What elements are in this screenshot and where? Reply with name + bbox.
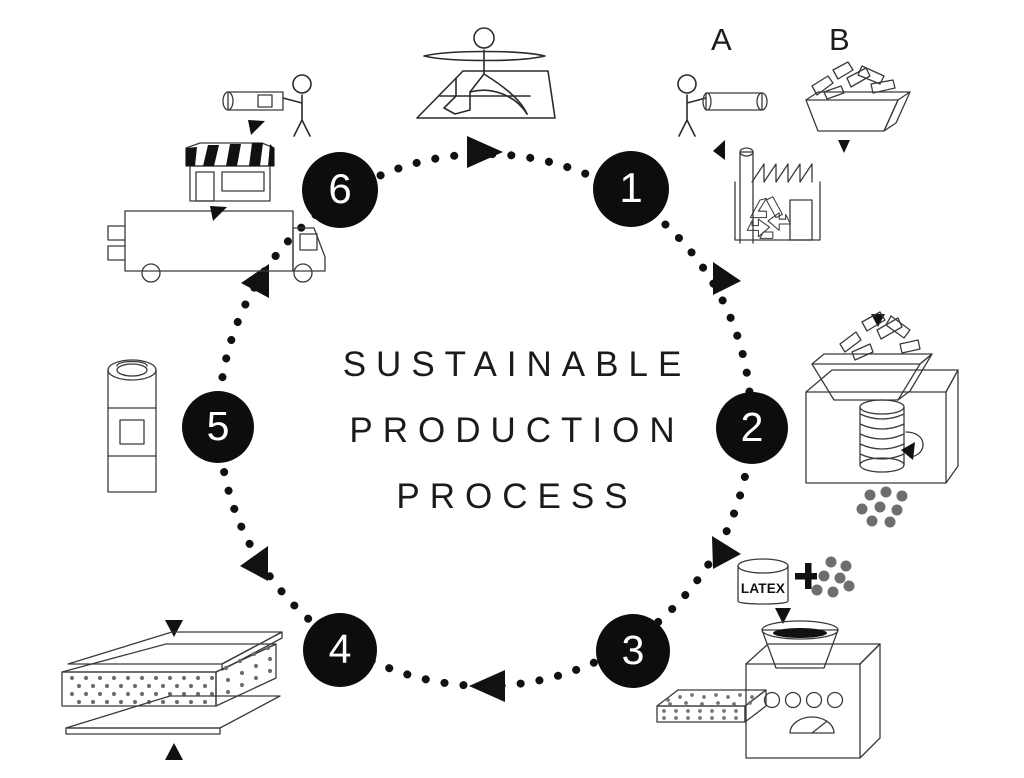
step-badge-2[interactable]: 2 (716, 392, 788, 464)
press-arrow-bottom (165, 743, 183, 760)
step-badge-4-number: 4 (328, 625, 352, 672)
grinder-machine-icon (805, 311, 959, 528)
arrow-mix-into-hopper (775, 608, 791, 624)
step-badge-5[interactable]: 5 (182, 391, 254, 463)
delivery-truck-icon (107, 210, 326, 283)
step-badge-6-number: 6 (328, 165, 352, 212)
step-badge-6[interactable]: 6 (302, 152, 378, 228)
customer-with-rolled-mat-icon (222, 74, 312, 137)
step-badge-4[interactable]: 4 (303, 613, 377, 687)
arrowhead-lower-right (712, 536, 741, 569)
moulding-machine-icon (656, 620, 881, 759)
cycle-arrowheads (240, 136, 741, 702)
arrowhead-lower-left (240, 546, 268, 581)
arrowhead-bottom (469, 670, 505, 702)
granules-output-icon (856, 486, 908, 528)
step-badge-3[interactable]: 3 (596, 614, 670, 688)
arrowhead-upper-left (241, 264, 269, 298)
label-a: A (711, 22, 733, 57)
arrowhead-top (467, 136, 503, 168)
yoga-person-on-mat-icon (416, 27, 556, 119)
laminated-layer-stack-icon (61, 620, 283, 760)
storefront-icon (185, 142, 275, 202)
latex-canister-icon: LATEX (737, 558, 789, 605)
bin-of-offcuts-icon (805, 61, 911, 132)
arrowhead-upper-right (713, 262, 741, 295)
latex-label: LATEX (741, 581, 785, 596)
step-badge-3-number: 3 (621, 626, 645, 673)
press-arrow-top (165, 620, 183, 637)
step1-feed-arrows (713, 140, 850, 160)
arrow-truck-to-shop (210, 206, 227, 221)
arrow-into-grinder (871, 314, 885, 327)
arrow-a-to-factory (713, 140, 725, 160)
granules-additive-icon (811, 556, 855, 598)
step-badge-1-number: 1 (619, 164, 643, 211)
step-badge-5-number: 5 (206, 402, 230, 449)
person-holding-rolled-mat-icon (677, 74, 768, 137)
rolled-mat-icon (107, 359, 157, 493)
plus-sign-icon (795, 563, 817, 589)
step-badge-2-number: 2 (740, 403, 764, 450)
label-b: B (829, 22, 851, 57)
recycling-factory-icon (734, 147, 821, 244)
step-badge-1[interactable]: 1 (593, 151, 669, 227)
arrow-shop-to-customer (248, 120, 265, 135)
arrow-b-to-factory (838, 140, 850, 153)
